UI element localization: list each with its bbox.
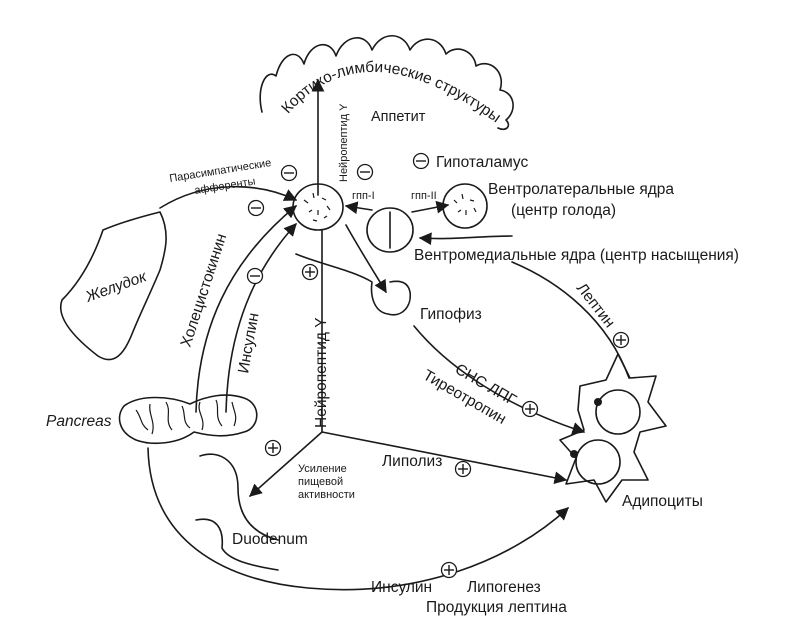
food-activity-label-3: активности <box>298 489 355 501</box>
stomach-label: Желудок <box>83 268 150 306</box>
lipolysis-label: Липолиз <box>382 453 442 470</box>
ventrolateral-cell <box>442 183 488 229</box>
duodenum-label: Duodenum <box>232 531 308 548</box>
pancreas-outline <box>118 394 258 445</box>
insulin-left-arrow <box>225 223 297 413</box>
ventrolateral-label-2: (центр голода) <box>511 202 616 219</box>
minus-symbol <box>412 152 430 170</box>
neuropeptide-main-label: Нейропептид Y <box>313 317 330 428</box>
adipocyte-nucleus-bottom <box>570 450 578 458</box>
minus-symbol <box>356 163 374 181</box>
duodenum-outline <box>195 453 279 571</box>
ventrolateral-texture <box>453 193 477 215</box>
gnp2-label: гпп-II <box>411 190 437 202</box>
plus-symbol <box>521 400 539 418</box>
cholecystokinin-arrow <box>195 205 297 413</box>
pituitary-label: Гипофиз <box>420 306 482 323</box>
food-activity-label-2: пищевой <box>298 476 343 488</box>
minus-symbol <box>247 199 265 217</box>
ventrolateral-label-1: Вентролатеральные ядра <box>488 181 674 198</box>
minus-symbol <box>280 164 298 182</box>
plus-symbol <box>440 561 458 579</box>
stomach-outline <box>59 211 167 361</box>
gnp1-label: гпп-I <box>352 190 375 202</box>
gnp2-arrow <box>411 200 450 214</box>
ventromedial-label: Вентромедиальные ядра (центр насыщения) <box>414 247 739 264</box>
plus-symbol <box>612 331 630 349</box>
pancreas-label: Pancreas <box>46 413 112 430</box>
insulin-left-label: Инсулин <box>235 312 262 375</box>
leptin-production-label: Продукция лептина <box>426 599 567 616</box>
cortico-limbic-outline <box>259 34 514 131</box>
gnp1-arrow <box>344 201 373 215</box>
cholecystokinin-label: Холецистокинин <box>178 232 231 350</box>
adipocyte-vacuole-top <box>595 389 641 435</box>
plus-symbol <box>264 439 282 457</box>
sns-arrow <box>413 325 586 435</box>
neuron-texture <box>303 192 331 222</box>
adipocyte-nucleus-top <box>594 398 602 406</box>
adipocytes-label: Адипоциты <box>622 493 703 510</box>
lipolysis-arrow <box>321 431 568 485</box>
food-activity-label-1: Усиление <box>298 463 347 475</box>
plus-symbol <box>454 460 472 478</box>
adipocytes-outline <box>559 353 667 503</box>
insulin-bottom-arrow <box>147 447 569 591</box>
adipocyte-vacuole-bottom <box>575 439 621 485</box>
minus-symbol <box>246 267 264 285</box>
hypothalamus-label: Гипоталамус <box>436 154 528 171</box>
pancreas-texture <box>135 399 237 435</box>
appetite-label: Аппетит <box>371 109 426 125</box>
pituitary-outline <box>295 253 412 316</box>
inbound-arrow-ventromedial <box>418 232 513 246</box>
insulin-bottom-label: Инсулин <box>371 579 432 596</box>
food-activity-arrow <box>249 431 323 497</box>
lipogenesis-label: Липогенез <box>467 579 541 596</box>
neuropeptide-top-label: Нейропептид Y <box>338 103 350 182</box>
ventromedial-nucleus <box>366 207 414 253</box>
plus-symbol <box>301 263 319 281</box>
hypothalamus-pituitary-arrow <box>345 224 387 294</box>
parasympathetic-arrow <box>159 185 298 209</box>
